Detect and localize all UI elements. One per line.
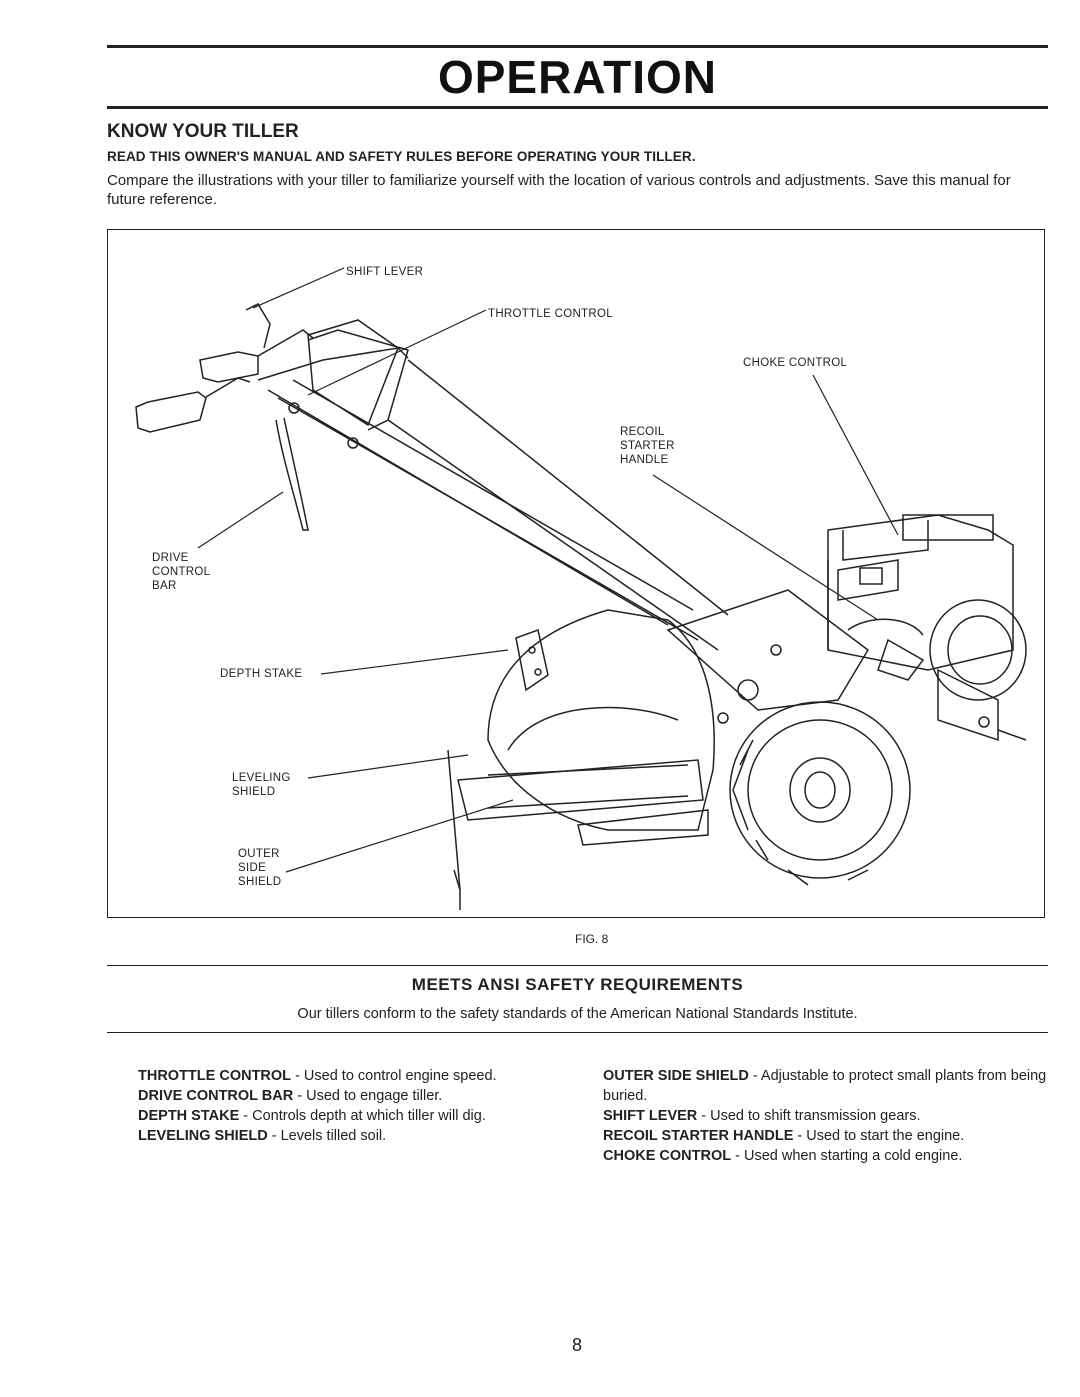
figure-caption: FIG. 8 xyxy=(575,932,609,946)
desc-recoil-starter-handle: RECOIL STARTER HANDLE - Used to start th… xyxy=(603,1128,965,1144)
tiller-illustration xyxy=(135,267,1027,910)
label-choke-control: CHOKE CONTROL xyxy=(743,357,848,369)
desc-choke-control: CHOKE CONTROL - Used when starting a col… xyxy=(603,1148,963,1164)
subheading: READ THIS OWNER'S MANUAL AND SAFETY RULE… xyxy=(107,149,696,164)
intro-paragraph: Compare the illustrations with your till… xyxy=(107,172,1011,208)
ansi-heading: MEETS ANSI SAFETY REQUIREMENTS xyxy=(411,975,744,994)
label-throttle-control: THROTTLE CONTROL xyxy=(488,308,613,320)
label-leveling-shield: LEVELING SHIELD xyxy=(232,772,291,798)
page-number: 8 xyxy=(572,1335,583,1355)
descriptions-right: OUTER SIDE SHIELD - Adjustable to protec… xyxy=(603,1066,1055,1166)
ansi-text: Our tillers conform to the safety standa… xyxy=(297,1006,858,1022)
desc-depth-stake: DEPTH STAKE - Controls depth at which ti… xyxy=(138,1108,486,1124)
label-shift-lever: SHIFT LEVER xyxy=(346,266,424,278)
descriptions-left: THROTTLE CONTROL - Used to control engin… xyxy=(138,1066,578,1146)
desc-drive-control-bar: DRIVE CONTROL BAR - Used to engage tille… xyxy=(138,1088,443,1104)
page-title: OPERATION xyxy=(437,51,718,103)
section-heading: KNOW YOUR TILLER xyxy=(107,121,299,142)
title-bottom-rule xyxy=(107,106,1048,109)
ansi-bottom-rule xyxy=(107,1032,1048,1033)
label-depth-stake: DEPTH STAKE xyxy=(220,668,303,680)
desc-leveling-shield: LEVELING SHIELD - Levels tilled soil. xyxy=(138,1128,387,1144)
desc-outer-side-shield: OUTER SIDE SHIELD - Adjustable to protec… xyxy=(603,1068,1047,1104)
top-rule xyxy=(107,45,1048,48)
ansi-top-rule xyxy=(107,965,1048,966)
label-recoil-starter-handle: RECOIL STARTER HANDLE xyxy=(620,426,675,466)
desc-throttle-control: THROTTLE CONTROL - Used to control engin… xyxy=(138,1068,497,1084)
desc-shift-lever: SHIFT LEVER - Used to shift transmission… xyxy=(603,1108,921,1124)
label-outer-side-shield: OUTER SIDE SHIELD xyxy=(238,848,282,888)
tiller-figure: SHIFT LEVER THROTTLE CONTROL CHOKE CONTR… xyxy=(107,229,1045,918)
label-drive-control-bar: DRIVE CONTROL BAR xyxy=(152,552,211,592)
